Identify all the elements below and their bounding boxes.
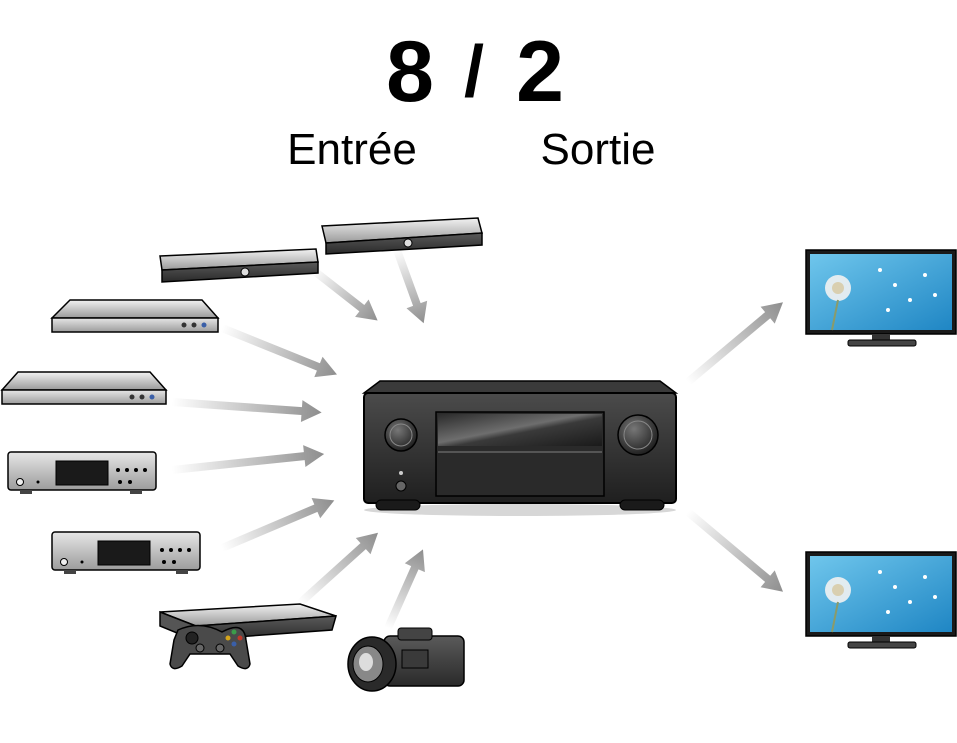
input-arrows: [171, 248, 428, 630]
camcorder-icon: [347, 627, 465, 692]
blu-ray-player-icon: [50, 299, 220, 333]
cd-player-icon: [51, 531, 201, 574]
input-count: 8: [386, 24, 434, 120]
arrow-icon: [393, 248, 428, 324]
arrow-icon: [685, 302, 783, 386]
arrow-icon: [220, 498, 335, 552]
output-count: 2: [516, 24, 564, 120]
output-label: Sortie: [541, 125, 656, 174]
av-receiver-icon: [361, 380, 679, 516]
arrow-icon: [171, 445, 325, 474]
game-console-icon: [159, 603, 338, 670]
streaming-box-icon: [159, 248, 319, 283]
streaming-box-icon: [321, 217, 483, 255]
tv-icon: [805, 249, 957, 347]
output-arrows: [685, 302, 783, 592]
arrow-icon: [297, 532, 379, 606]
input-label: Entrée: [287, 125, 417, 174]
separator: /: [464, 32, 484, 112]
arrow-icon: [171, 398, 322, 423]
arrow-icon: [310, 266, 378, 321]
arrow-icon: [685, 508, 783, 592]
blu-ray-player-icon: [0, 371, 168, 405]
arrow-icon: [220, 324, 337, 378]
tv-icon: [805, 551, 957, 649]
cd-player-icon: [7, 451, 157, 494]
arrow-icon: [384, 549, 425, 630]
